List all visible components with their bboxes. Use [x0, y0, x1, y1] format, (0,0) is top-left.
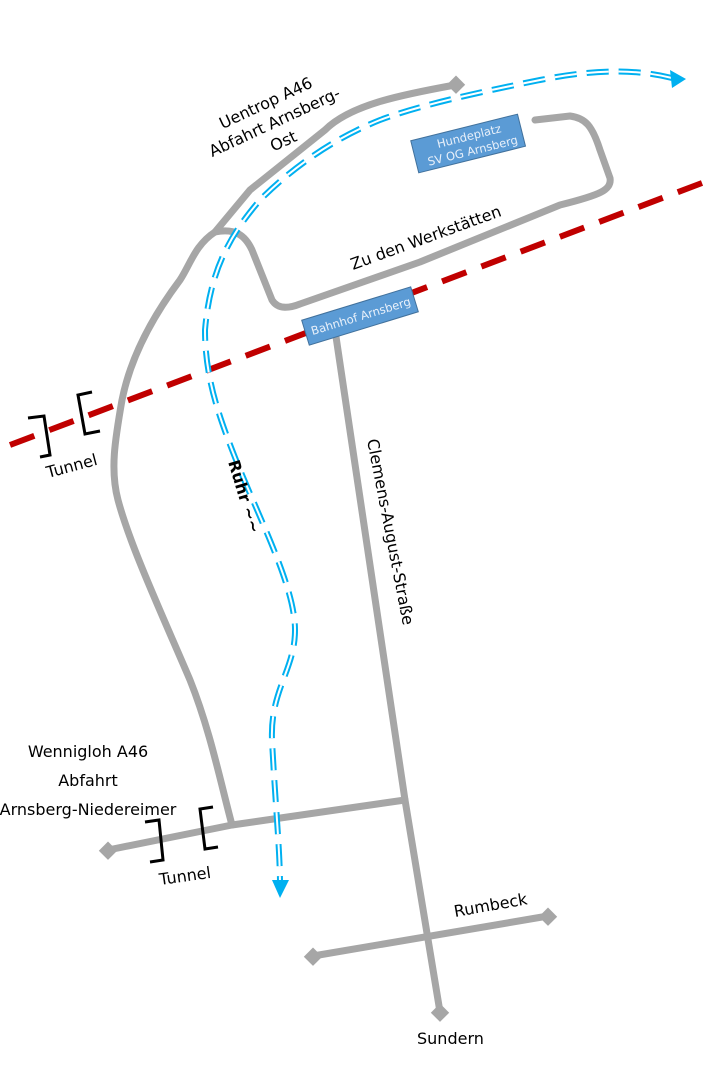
label-sundern: Sundern: [417, 1029, 484, 1048]
road-rumbeck: [309, 912, 552, 960]
river-arrow-head-bottom: [272, 880, 289, 898]
label-clemens-august-strasse: Clemens-August-Straße: [363, 437, 418, 626]
river-arrow-head-top: [670, 70, 686, 88]
road-clemens-august-strasse: [331, 326, 444, 1016]
label-tunnel-north: Tunnel: [43, 450, 99, 482]
label-tunnel-south: Tunnel: [157, 863, 212, 889]
road-uentrop: [110, 81, 459, 829]
label-rumbeck: Rumbeck: [452, 889, 529, 921]
label-ruhr: Ruhr ~~: [224, 458, 264, 536]
tunnel-north-icon: [27, 390, 101, 459]
road-wennigloh: [104, 796, 409, 854]
road-zu-den-werkstaetten: [211, 112, 614, 311]
tunnel-south-icon: [144, 805, 219, 864]
river-ruhr: [201, 68, 673, 886]
poi-hundeplatz[interactable]: HundeplatzSV OG Arnsberg: [410, 113, 527, 174]
